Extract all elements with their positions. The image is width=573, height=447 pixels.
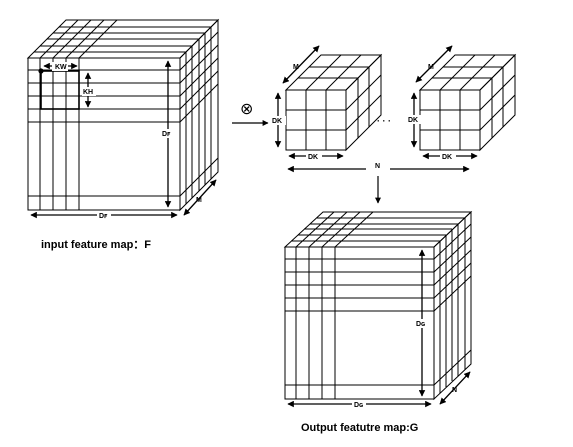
kernel-ellipsis: · · · xyxy=(377,116,391,126)
kh-label: KH xyxy=(83,89,93,96)
kernel1-depth-label: M xyxy=(293,64,299,71)
kernel-count-label: N xyxy=(375,163,380,170)
output-width-label: Dɢ xyxy=(354,402,363,409)
kernelN-depth-arrow xyxy=(415,45,453,83)
input-right-face xyxy=(179,18,219,212)
kw-label: KW xyxy=(55,64,67,71)
output-height-label: Dɢ xyxy=(416,321,425,328)
input-height-label: Dꜰ xyxy=(162,131,171,138)
convolution-operator: ⊗ xyxy=(240,101,253,118)
input-width-label: Dꜰ xyxy=(99,213,108,220)
kernel-window xyxy=(40,70,80,110)
output-feature-map-cube xyxy=(283,210,473,401)
output-depth-arrow xyxy=(439,371,471,405)
input-feature-map-caption: input feature map：F xyxy=(41,239,152,251)
kernelN-depth-label: M xyxy=(428,64,434,71)
kernel-cube-1 xyxy=(284,53,383,152)
kernelN-width-label: DK xyxy=(442,154,452,161)
kernel-cube-n xyxy=(418,53,517,152)
output-depth-label: N xyxy=(452,387,457,394)
kernel-anchor-dot xyxy=(38,68,44,74)
input-front-face xyxy=(27,57,181,211)
kernel1-height-label: DK xyxy=(272,118,282,125)
kernel1-width-label: DK xyxy=(308,154,318,161)
input-depth-label: M xyxy=(196,197,202,204)
kernelN-height-label: DK xyxy=(408,117,418,124)
output-feature-map-caption: Output featutre map:G xyxy=(301,422,419,434)
kernel1-depth-arrow xyxy=(282,45,320,84)
input-feature-map-cube xyxy=(26,18,220,212)
input-depth-arrow xyxy=(183,179,217,216)
